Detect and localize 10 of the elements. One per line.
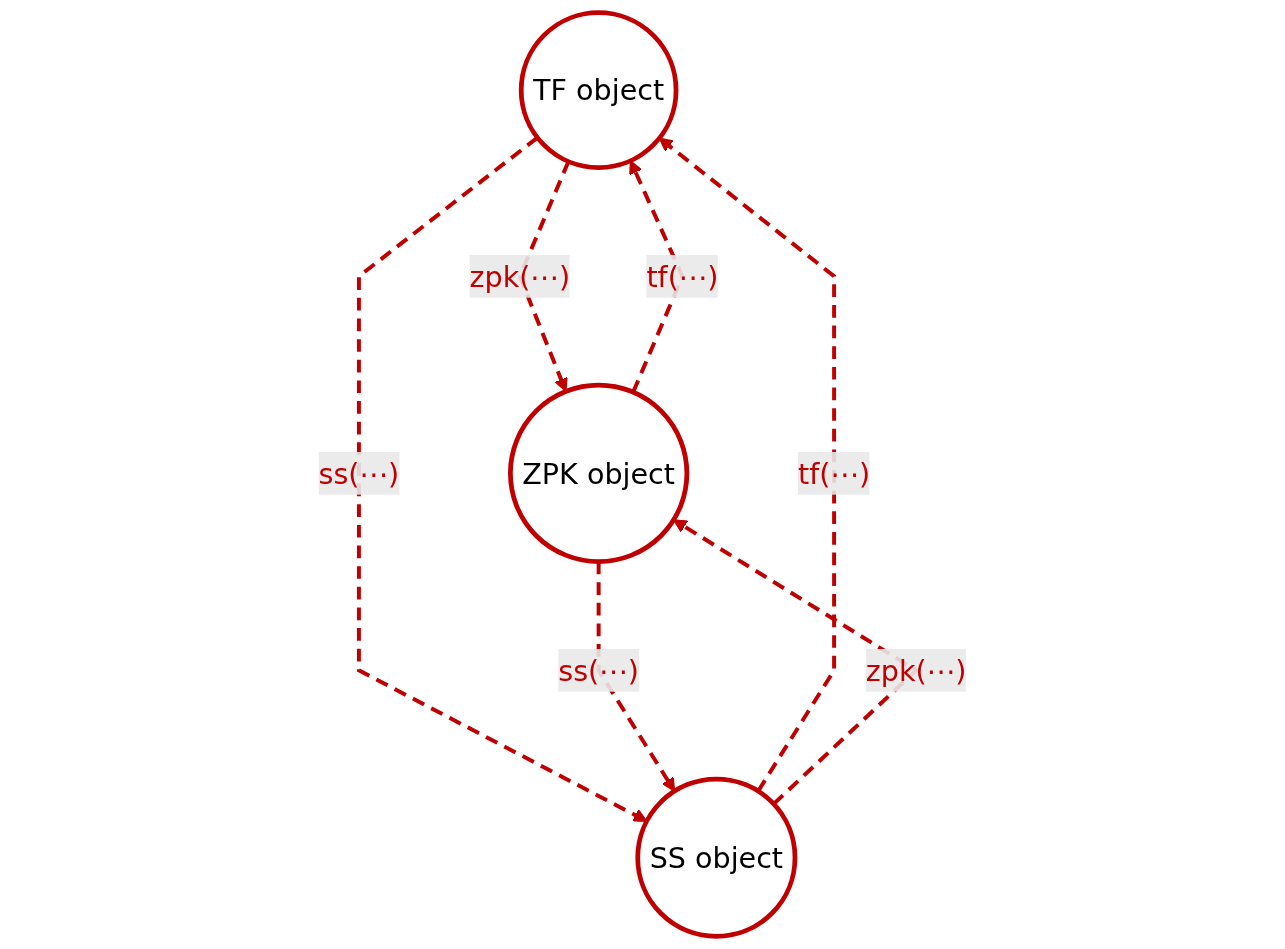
edge-label: tf(⋯)	[798, 456, 871, 490]
node-circle: ZPK object	[508, 382, 690, 564]
edge-label: zpk(⋯)	[865, 653, 967, 687]
edge-label: zpk(⋯)	[469, 259, 571, 293]
node-circle: TF object	[518, 10, 679, 170]
arrow	[356, 136, 648, 822]
edge-label: ss(⋯)	[558, 653, 639, 687]
edge-label: ss(⋯)	[318, 456, 400, 490]
edge-label: tf(⋯)	[646, 259, 719, 293]
node-circle: SS object	[635, 776, 798, 939]
